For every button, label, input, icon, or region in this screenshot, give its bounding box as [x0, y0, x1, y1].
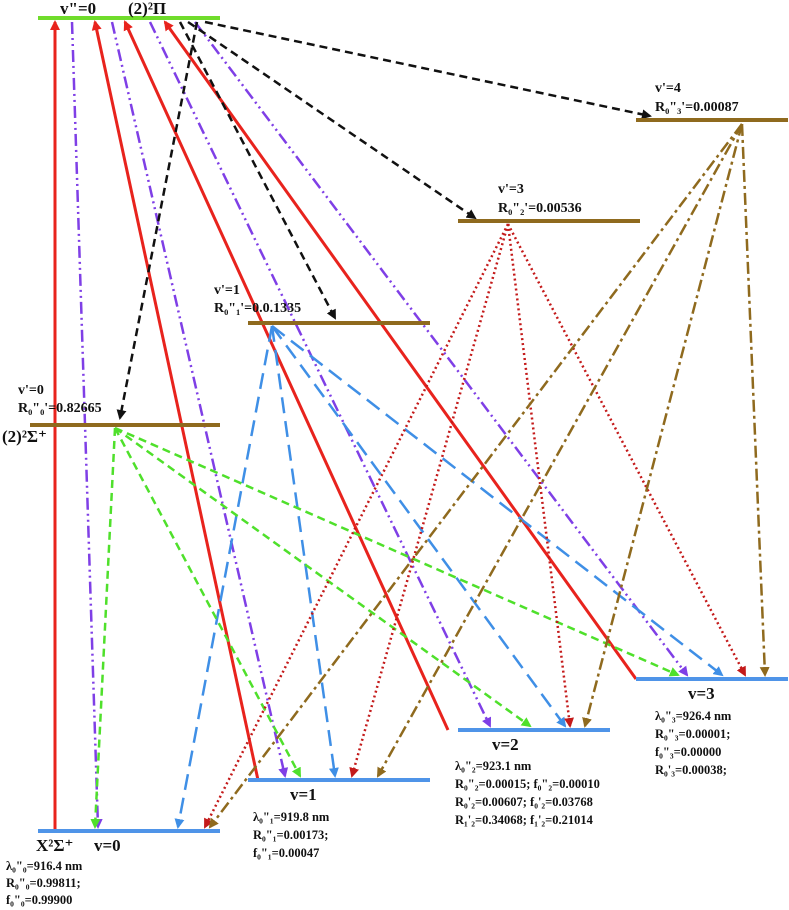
ground-v2-label: v=2	[492, 735, 519, 754]
ground-v2-line-4: R₁'₂=0.34068; f₁'₂=0.21014	[455, 813, 594, 827]
vprime4-r-label: R₀"₃'=0.00087	[655, 100, 739, 115]
transition-arrow-green-16	[90, 427, 117, 829]
transition-arrow-black-11	[204, 20, 652, 120]
transition-arrow-brown-25	[376, 123, 744, 778]
ground-v1-line-1: λ₀"₁=919.8 nm	[253, 810, 330, 824]
ground-v0-line-2: R₀"₀=0.99811;	[6, 876, 81, 890]
transition-arrow-blue-12	[174, 325, 274, 829]
transition-arrow-darkred-22	[506, 223, 574, 728]
ground-v0-line-1: λ₀"₀=916.4 nm	[6, 859, 83, 873]
ground-v1-line-2: R₀"₁=0.00173;	[253, 828, 328, 842]
transition-arrow-brown-24	[208, 123, 743, 829]
ground-v1-label: v=1	[290, 785, 317, 804]
top-state-label: (2)²Π	[128, 0, 166, 18]
ground-v2-line-1: λ₀"₂=923.1 nm	[455, 759, 532, 773]
transition-arrow-red-2	[123, 20, 450, 731]
sigma-state-label: (2)²Σ⁺	[2, 427, 47, 446]
transition-arrow-black-10	[187, 20, 477, 220]
transition-arrow-green-17	[113, 427, 302, 778]
transition-arrow-green-19	[114, 426, 680, 677]
ground-v3-line-3: f₀"₃=0.00000	[655, 745, 721, 759]
vprime1-r-label: R₀"₁'=0.0.1335	[214, 301, 301, 316]
vprime0-v-label: v'=0	[18, 383, 44, 398]
vprime3-r-label: R₀"₂'=0.00536	[498, 201, 582, 216]
ground-v0-label: v=0	[94, 836, 121, 855]
ground-state-label: X²Σ⁺	[36, 836, 73, 855]
transition-arrow-brown-26	[582, 123, 744, 728]
transition-arrow-blue-13	[270, 325, 339, 778]
transition-arrow-red-1	[91, 20, 260, 781]
ground-v1-line-3: f₀"₁=0.00047	[253, 846, 319, 860]
ground-v3-label: v=3	[688, 684, 715, 703]
ground-v2-line-3: R₀'₂=0.00607; f₀'₂=0.03768	[455, 795, 593, 809]
vprime1-v-label: v'=1	[214, 283, 240, 298]
ground-v3-line-4: R₀'₃=0.00038;	[655, 763, 727, 777]
transition-arrow-green-18	[114, 426, 532, 728]
top-v-label: v"=0	[60, 0, 96, 18]
transition-arrow-brown-27	[740, 123, 770, 677]
vprime0-r-label: R₀"₀'=0.82665	[18, 401, 102, 416]
vprime3-v-label: v'=3	[498, 182, 524, 197]
transition-arrow-blue-14	[270, 325, 567, 728]
transition-arrow-purple-5	[110, 21, 289, 778]
ground-v3-line-1: λ₀"₃=926.4 nm	[655, 709, 732, 723]
transition-arrow-red-3	[163, 20, 638, 680]
transition-arrow-purple-6	[148, 21, 492, 728]
transition-arrow-darkred-21	[349, 223, 510, 778]
ground-v2-line-2: R₀"₂=0.00015; f₀"₂=0.00010	[455, 777, 600, 791]
transition-arrow-black-8	[116, 21, 199, 420]
vprime4-v-label: v'=4	[655, 81, 681, 96]
transition-arrow-blue-15	[271, 325, 724, 677]
transition-arrow-purple-7	[194, 21, 689, 677]
ground-v0-line-3: f₀"₀=0.99900	[6, 893, 72, 907]
ground-v3-line-2: R₀"₃=0.00001;	[655, 727, 730, 741]
transition-arrow-darkred-23	[506, 223, 747, 677]
transition-arrow-black-9	[178, 21, 337, 320]
